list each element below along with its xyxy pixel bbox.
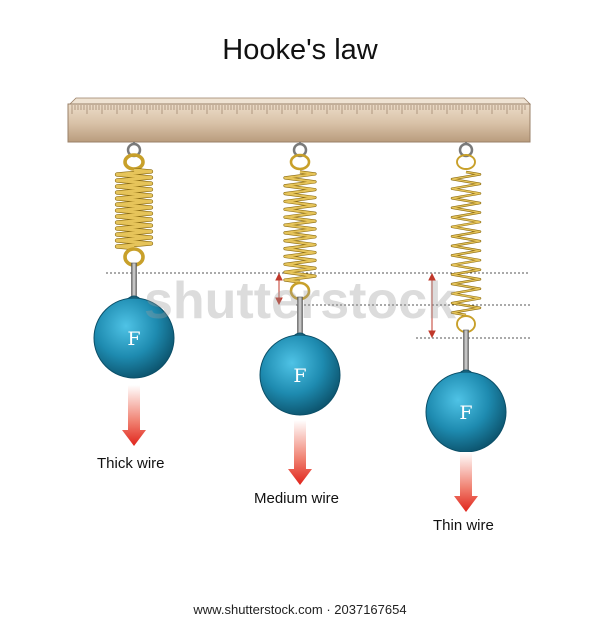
label-thick-wire: Thick wire [97, 455, 165, 472]
thick-force-arrow [122, 385, 146, 446]
thin-force-arrow [454, 452, 478, 512]
thick-weight [93, 297, 175, 379]
medium-spring-top-loop [289, 153, 311, 171]
thin-spring-coil [451, 171, 481, 316]
thin-spring-assembly: F [425, 142, 507, 512]
thick-spring-assembly: F [93, 142, 175, 446]
thin-spring-top-loop [456, 154, 476, 170]
extension-marker-medium [275, 272, 283, 306]
support-beam [67, 97, 531, 143]
thin-hook [463, 329, 469, 375]
extension-marker-thin [428, 272, 436, 339]
medium-spring-coil [284, 171, 316, 283]
thick-spring-bottom-loop [123, 247, 145, 267]
thick-weight-label: F [127, 328, 140, 350]
medium-weight-label: F [293, 365, 306, 387]
medium-weight [259, 334, 341, 416]
medium-force-arrow [288, 420, 312, 485]
thick-spring-coil [115, 168, 153, 250]
diagram-title: Hooke's law [222, 34, 378, 66]
thick-spring-top-loop [123, 153, 145, 171]
thick-hook [131, 262, 137, 301]
thin-weight-label: F [459, 402, 472, 424]
image-credit: www.shutterstock.com · 2037167654 [193, 602, 407, 617]
label-thin-wire: Thin wire [433, 517, 494, 534]
thin-spring-bottom-loop [456, 315, 476, 333]
label-medium-wire: Medium wire [254, 490, 340, 507]
medium-spring-assembly: F [259, 142, 341, 485]
watermark: shutterstock [144, 272, 456, 330]
